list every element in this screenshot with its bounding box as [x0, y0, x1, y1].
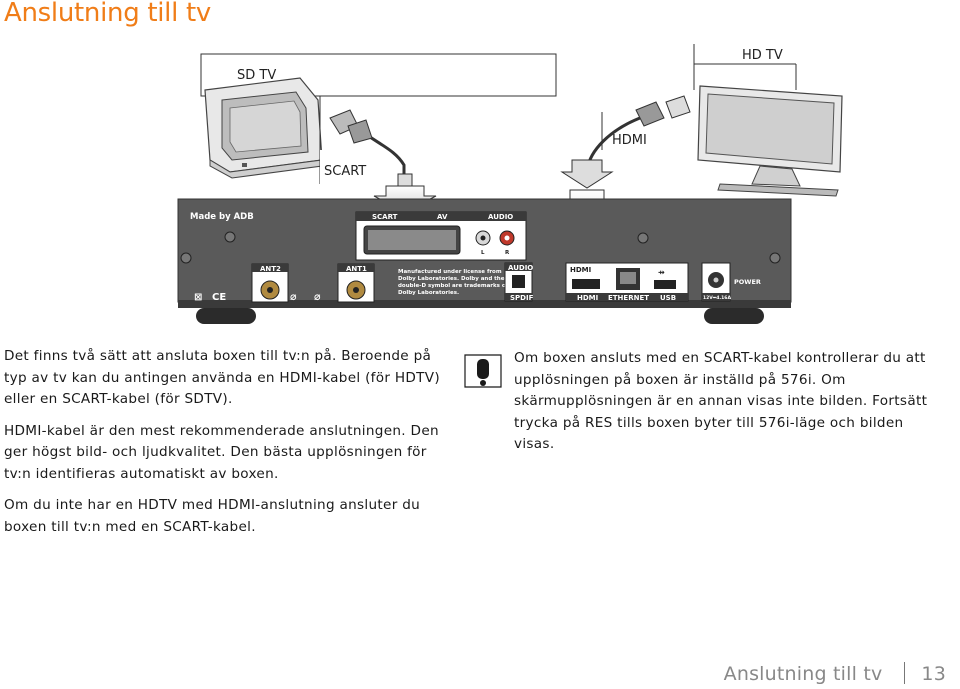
audio-l-label: L	[481, 250, 485, 256]
power-rating: 12V⎓4.16A	[703, 295, 731, 301]
svg-text:HDMI: HDMI	[570, 266, 591, 274]
hdmi-label: HDMI	[612, 133, 647, 148]
note-text: Om boxen ansluts med en SCART-kabel kont…	[514, 350, 928, 452]
hd-tv-icon	[697, 85, 843, 197]
footer-separator	[904, 662, 906, 684]
paragraph-1: Det finns två sätt att ansluta boxen til…	[4, 348, 440, 407]
page-number: 13	[921, 663, 946, 685]
dolby-line-2: Dolby Laboratories. Dolby and the	[398, 276, 505, 282]
weee-icon: ⊠	[194, 292, 202, 303]
scart-cable-icon	[329, 109, 437, 213]
footer-section: Anslutning till tv	[723, 663, 883, 685]
sd-tv-icon	[204, 77, 323, 179]
dolby-line-1: Manufactured under license from	[398, 269, 502, 275]
paragraph-2: HDMI-kabel är den mest rekommenderade an…	[4, 422, 439, 482]
spdif-label: SPDIF	[510, 294, 534, 302]
usb-port-label: USB	[660, 294, 676, 302]
dish-icon-2: ⌀	[314, 290, 321, 303]
scart-label-box: SCART	[319, 96, 380, 184]
page-title: Anslutning till tv	[4, 0, 211, 28]
connection-illustration: SD TV SCART HDMI HD TV	[177, 44, 843, 324]
paragraph-3: Om du inte har en HDTV med HDMI-anslutni…	[4, 497, 421, 535]
sd-tv-label: SD TV	[237, 68, 276, 83]
ant1-label: ANT1	[346, 265, 367, 273]
panel-scart-label: SCART	[372, 213, 398, 221]
exclamation-icon	[464, 354, 502, 388]
panel-brand: Made by ADB	[190, 212, 254, 222]
note-box: Om boxen ansluts med en SCART-kabel kont…	[514, 348, 944, 456]
hdmi-port-label: HDMI	[577, 294, 598, 302]
usb-icon: ⇸	[658, 268, 665, 277]
hd-tv-label: HD TV	[742, 48, 783, 63]
set-top-box-back-panel: Made by ADB SCART AV AUDIO L R ANT2 ANT1…	[177, 198, 792, 324]
scart-label: SCART	[324, 164, 366, 179]
audio-r-label: R	[505, 250, 510, 256]
dolby-line-3: double-D symbol are trademarks of	[398, 283, 509, 289]
panel-audio-label: AUDIO	[488, 213, 513, 221]
ant2-label: ANT2	[260, 265, 281, 273]
audio-box-label: AUDIO	[508, 264, 533, 272]
ce-mark: CE	[212, 292, 226, 303]
panel-av-label: AV	[437, 213, 448, 221]
body-text: Det finns två sätt att ansluta boxen til…	[4, 346, 444, 548]
ethernet-port-label: ETHERNET	[608, 294, 649, 302]
dolby-line-4: Dolby Laboratories.	[398, 290, 459, 296]
page-footer: Anslutning till tv 13	[724, 662, 946, 685]
dish-icon-1: ⌀	[290, 290, 297, 303]
power-label: POWER	[734, 278, 761, 286]
hd-tv-label-box: HD TV	[693, 44, 797, 90]
